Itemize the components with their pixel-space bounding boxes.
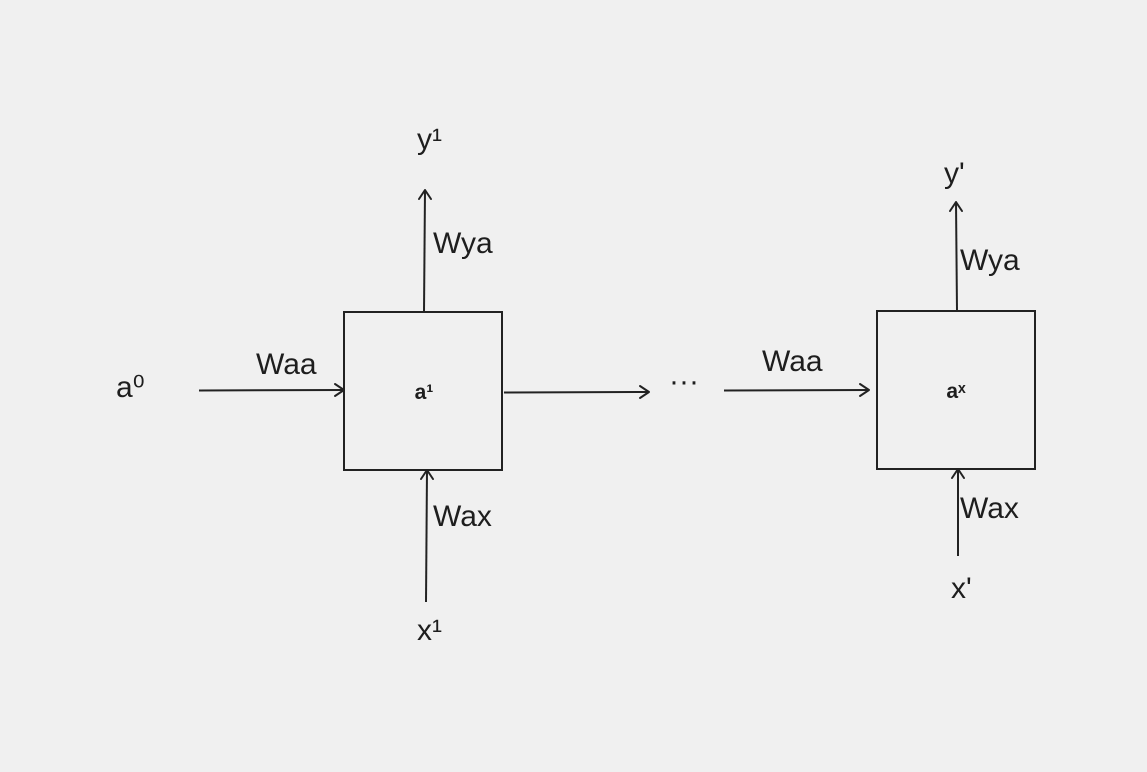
cell-label-last: aˣ (946, 380, 966, 403)
output-label-y-first: y¹ (417, 123, 442, 156)
input-label-x-last: x' (951, 572, 972, 605)
edge-last-cell-to-y-last (949, 201, 963, 312)
edge-x-last-to-last-cell (951, 468, 965, 556)
weight-label-wax-first: Wax (433, 500, 492, 533)
edge-first-cell-to-y-first (418, 189, 432, 313)
ellipsis-label: ··· (669, 365, 699, 398)
weight-label-waa-first: Waa (256, 348, 317, 381)
edge-first-cell-to-ellipsis (503, 385, 650, 399)
cell-label-first: a¹ (415, 381, 434, 404)
edge-x-first-to-first-cell (420, 469, 434, 603)
edge-ellipsis-to-last-cell (723, 383, 870, 397)
input-label-x-first: x¹ (417, 614, 442, 647)
weight-label-wya-last: Wya (960, 244, 1020, 277)
input-label-a0: a⁰ (116, 371, 145, 404)
edge-a0-to-first-cell (198, 383, 345, 397)
weight-label-wax-last: Wax (960, 492, 1019, 525)
output-label-y-last: y' (944, 157, 965, 190)
weight-label-wya-first: Wya (433, 227, 493, 260)
weight-label-waa-last: Waa (762, 345, 823, 378)
